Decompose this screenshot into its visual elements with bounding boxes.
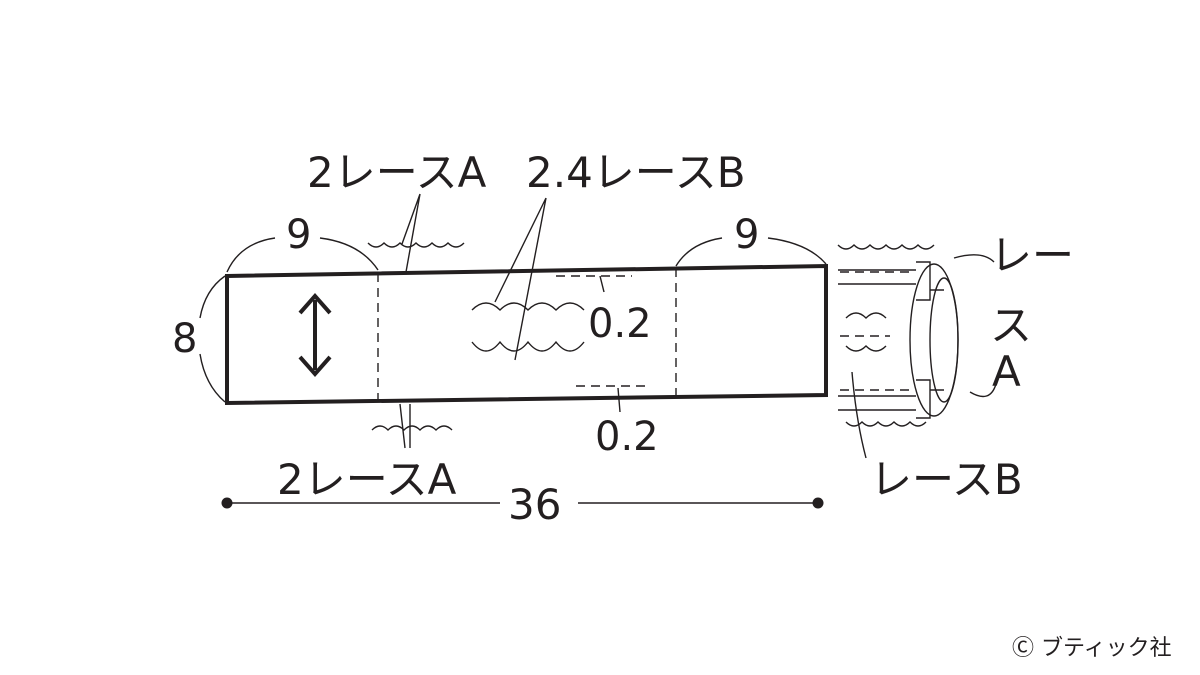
lace-a-bottom-leader (399, 403, 411, 449)
lace-b-leader (494, 197, 547, 361)
side-view-illustration (837, 244, 997, 459)
copyright-text: Ⓒ ブティック社 (1012, 636, 1172, 661)
lace-a-bottom-label: 2レースA (277, 455, 457, 504)
side-lace-a-label-2: ス (990, 301, 1032, 350)
lace-b-scallop-lower (471, 340, 585, 352)
lace-a-bottom-scallop (371, 425, 453, 431)
lace-b-scallop-upper (471, 302, 585, 311)
width-left-label: 9 (286, 212, 311, 258)
dimension-arc-left (226, 237, 379, 273)
gap-top-leader (599, 275, 605, 293)
side-lace-a-label-1: レー (990, 231, 1074, 280)
dimension-arc-right (675, 237, 827, 267)
dimension-arc-height (199, 275, 226, 403)
side-lace-a-label-3: A (992, 347, 1021, 396)
lace-a-top-scallop (367, 242, 465, 248)
lace-a-top-leader (401, 193, 421, 273)
gap-bottom-label: 0.2 (595, 414, 659, 460)
side-lace-b-label: レースB (870, 455, 1023, 504)
gap-top-label: 0.2 (588, 301, 652, 347)
grain-arrow-icon (298, 292, 332, 378)
height-label: 8 (172, 316, 197, 362)
gap-bottom-leader (617, 387, 621, 413)
lace-b-top-label: 2.4レースB (526, 148, 746, 197)
width-right-label: 9 (734, 212, 759, 258)
lace-a-top-label: 2レースA (307, 148, 487, 197)
fabric-panel (225, 263, 828, 406)
total-length-label: 36 (508, 480, 561, 529)
